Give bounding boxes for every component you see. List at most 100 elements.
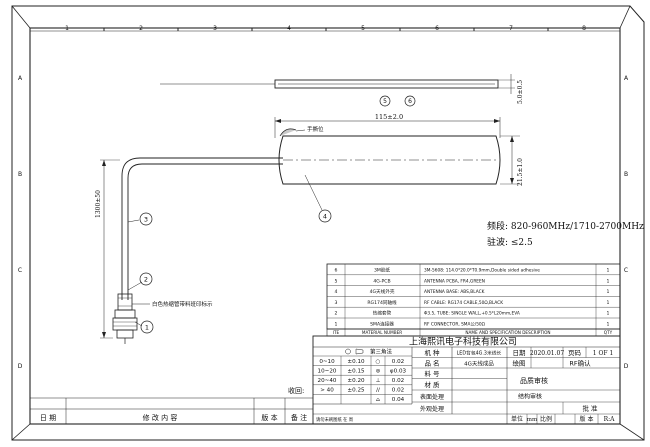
draw-label: 绘图 xyxy=(513,359,526,368)
page-value: 1 OF 1 xyxy=(593,350,614,357)
height-dimension: 21.5±1.0 xyxy=(500,135,524,186)
quality-review: 品质审核 xyxy=(520,376,548,385)
svg-text:4G-PCB: 4G-PCB xyxy=(373,278,390,284)
model-value: LED背包4G.3米线长 xyxy=(457,350,502,357)
col-label: 7 xyxy=(509,25,513,32)
svg-text:0.04: 0.04 xyxy=(392,397,405,403)
surface-label: 表面处理 xyxy=(420,393,444,401)
rf-confirm: RF确认 xyxy=(569,359,591,368)
product-value: 4G天线成品 xyxy=(464,360,494,368)
svg-text:2: 2 xyxy=(144,276,148,284)
callout-6: 6 xyxy=(404,95,416,107)
row-label: D xyxy=(18,363,23,370)
version-label: 版 本 xyxy=(580,415,594,423)
svg-text:1: 1 xyxy=(607,300,610,306)
revision-block: 日 期 修 改 内 容 版 本 备 注 xyxy=(30,397,313,424)
top-thickness-dim: 5.0±0.5 xyxy=(517,80,524,104)
svg-text:RF CONNECTOR, SMA公/50Ω: RF CONNECTOR, SMA公/50Ω xyxy=(424,322,486,328)
col-label: 8 xyxy=(582,25,586,32)
revision-remark-header: 备 注 xyxy=(291,413,307,422)
revision-date-header: 日 期 xyxy=(40,414,56,422)
svg-text:0.02: 0.02 xyxy=(392,359,404,365)
col-label: 1 xyxy=(65,25,69,32)
bom-row: 1 SMA连接器 RF CONNECTOR, SMA公/50Ω 1 xyxy=(335,321,610,328)
svg-text:φ0.03: φ0.03 xyxy=(390,368,407,374)
svg-text:0.02: 0.02 xyxy=(392,388,404,394)
svg-text:NAME AND SPECIFICATION DESCRIP: NAME AND SPECIFICATION DESCRIPTION xyxy=(465,330,550,335)
cable-length-label: 1300±50 xyxy=(95,190,102,218)
svg-text:ANTENNA PCBA, FR4,GREEN: ANTENNA PCBA, FR4,GREEN xyxy=(424,278,485,284)
approve-label: 批 准 xyxy=(582,404,598,413)
appearance-label: 外观处理 xyxy=(420,405,444,413)
svg-text:4G天线外壳: 4G天线外壳 xyxy=(370,288,395,295)
callout-3: 3 xyxy=(127,212,153,226)
svg-text:4: 4 xyxy=(323,213,327,221)
row-label: B xyxy=(18,171,22,178)
callout-1: 1 xyxy=(134,320,154,334)
bom-row: 2 热缩套管 Φ3.5, TUBE: SINGLE WALL,+0.5*L20m… xyxy=(335,310,610,317)
svg-text:10~20: 10~20 xyxy=(318,368,337,374)
callout-2: 2 xyxy=(127,272,153,291)
svg-text://: // xyxy=(376,388,380,394)
note-text: 请勿未刷图纸 在 周 xyxy=(316,416,353,423)
svg-text:1: 1 xyxy=(607,268,610,274)
date-value: 2020.01.07 xyxy=(530,350,565,357)
tolerance-row: > 40 ±0.25 // 0.02 xyxy=(320,388,404,394)
product-label: 品 名 xyxy=(424,359,439,368)
svg-text:6: 6 xyxy=(408,98,412,105)
svg-text:±0.20: ±0.20 xyxy=(347,378,365,384)
svg-text:SMA连接器: SMA连接器 xyxy=(370,321,394,328)
vswr-spec: 驻波: ≤2.5 xyxy=(487,236,533,248)
col-label: 4 xyxy=(287,25,291,32)
col-label: 5 xyxy=(361,25,365,32)
tolerance-row: 20~40 ±0.20 ⊥ 0.02 xyxy=(318,378,405,384)
svg-text:1: 1 xyxy=(607,289,610,295)
row-label: A xyxy=(18,75,23,82)
svg-text:1: 1 xyxy=(607,311,610,317)
tolerance-row: ⌓ 0.04 xyxy=(376,397,405,403)
material-label: 材 质 xyxy=(424,380,440,389)
svg-text:1: 1 xyxy=(607,322,610,328)
svg-text:MATERIAL NUMBER: MATERIAL NUMBER xyxy=(362,330,402,335)
row-label: D xyxy=(624,363,629,370)
svg-text:RF CABLE: RG174 CABLE,50Ω,BLAC: RF CABLE: RG174 CABLE,50Ω,BLACK xyxy=(424,300,503,306)
frequency-spec: 频段: 820-960MHz/1710-2700MHz xyxy=(487,220,644,232)
svg-text:3: 3 xyxy=(335,300,338,306)
svg-text:ITE: ITE xyxy=(333,330,340,335)
svg-text:±0.25: ±0.25 xyxy=(347,388,365,394)
callout-5: 5 xyxy=(379,95,391,107)
bom-row: 5 4G-PCB ANTENNA PCBA, FR4,GREEN 1 xyxy=(335,278,610,284)
svg-text:1: 1 xyxy=(145,324,149,332)
svg-text:热缩套管: 热缩套管 xyxy=(373,310,392,317)
svg-text:Φ3.5, TUBE: SINGLE WALL,+0.5*L: Φ3.5, TUBE: SINGLE WALL,+0.5*L20mm,EVA xyxy=(424,311,520,317)
projection-symbol: 第三角法 xyxy=(345,348,393,356)
revision-content-header: 修 改 内 容 xyxy=(143,413,178,422)
row-label: A xyxy=(624,75,629,82)
callout-4: 4 xyxy=(304,174,332,223)
version-value: R:A xyxy=(604,416,616,423)
bom-row: 3 RG174同轴线 RF CABLE: RG174 CABLE,50Ω,BLA… xyxy=(335,299,610,306)
svg-text:0~10: 0~10 xyxy=(319,359,335,365)
structure-review: 结构审核 xyxy=(518,393,542,401)
svg-text:2: 2 xyxy=(335,311,338,317)
side-label: 手撕位 xyxy=(307,125,324,133)
svg-text:5: 5 xyxy=(383,98,387,105)
coax-cable xyxy=(112,157,283,344)
row-ruler: A B C D A B C D xyxy=(18,75,629,370)
svg-text:⊥: ⊥ xyxy=(376,378,381,384)
revision-version-header: 版 本 xyxy=(261,413,277,422)
model-label: 机 种 xyxy=(424,348,440,357)
svg-text:⊚: ⊚ xyxy=(376,368,381,374)
svg-text:QTY: QTY xyxy=(604,330,613,335)
col-label: 2 xyxy=(139,25,143,32)
svg-text:第三角法: 第三角法 xyxy=(370,348,393,356)
length-dimension: 115±2.0 xyxy=(274,113,501,138)
part-label: 料 号 xyxy=(424,369,440,378)
bom-row: 4 4G天线外壳 ANTENNA BASE: ABS,BLACK 1 xyxy=(335,288,610,295)
row-label: C xyxy=(18,267,22,274)
cable-length-dimension: 1300±50 xyxy=(95,159,120,339)
svg-text:1: 1 xyxy=(335,322,338,328)
svg-text:RG174同轴线: RG174同轴线 xyxy=(367,299,397,306)
svg-text:3M-5608: 114.0*20.0*T0.9mm,Dou: 3M-5608: 114.0*20.0*T0.9mm,Double sided … xyxy=(424,268,540,274)
